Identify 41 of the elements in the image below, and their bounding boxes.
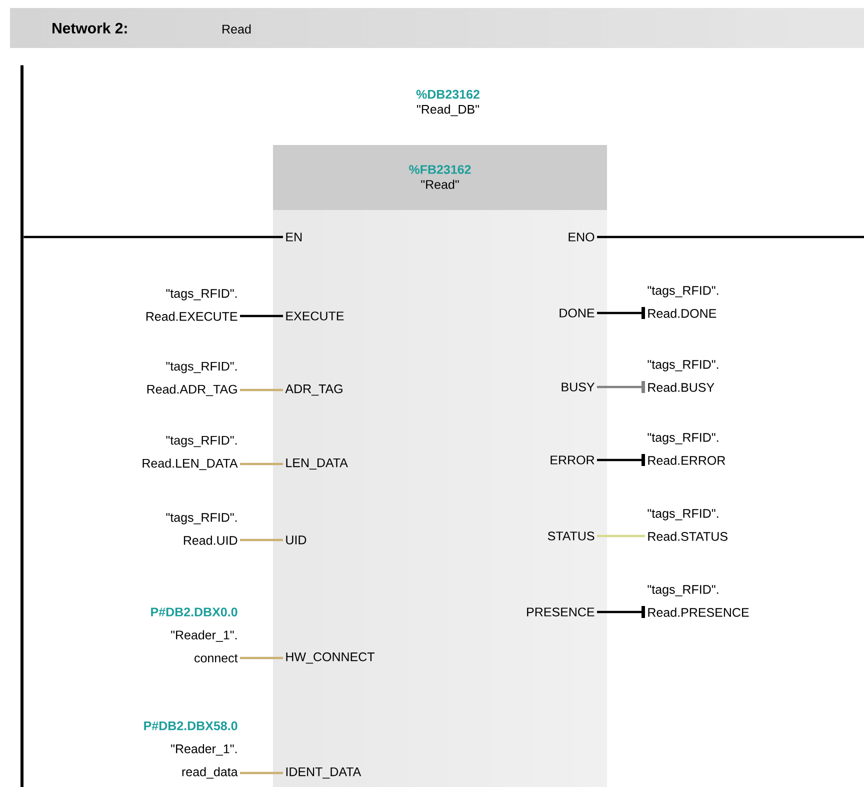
wire [240, 388, 283, 392]
tag-operand: P#DB2.DBX58.0 "Reader_1". read_data [144, 721, 238, 779]
pin-label: BUSY [562, 382, 595, 392]
pin-label: ENO [568, 232, 594, 242]
pin-label: ERROR [550, 456, 594, 464]
network-title: Network 2: [52, 22, 127, 34]
pin-label: LEN_DATA [286, 458, 348, 470]
wire [240, 314, 283, 318]
wire [240, 538, 283, 542]
pin-label: EN [286, 232, 302, 242]
pin-label: DONE [560, 308, 594, 318]
pin-label: UID [286, 536, 306, 544]
wire [597, 381, 645, 393]
tag-operand: "tags_RFID". Read.STATUS [648, 509, 728, 541]
wire [597, 236, 864, 238]
tag-operand: "tags_RFID". Read.LEN_DATA [142, 436, 238, 470]
wire [597, 307, 645, 319]
tag-operand: "tags_RFID". Read.EXECUTE [146, 289, 238, 321]
tag-operand: "tags_RFID". Read.PRESENCE [648, 585, 749, 617]
tag-operand: "tags_RFID". Read.ERROR [648, 433, 726, 465]
wire [24, 236, 283, 238]
tag-operand: P#DB2.DBX0.0 "Reader_1". connect [151, 608, 238, 662]
tag-operand: "tags_RFID". Read.DONE [648, 286, 718, 318]
tag-operand: "tags_RFID". Read.ADR_TAG [147, 362, 237, 396]
wire [597, 606, 645, 618]
wire [597, 534, 645, 538]
wire [597, 454, 645, 466]
wire [240, 772, 283, 774]
wire [240, 656, 283, 660]
pin-label: ADR_TAG [285, 384, 342, 396]
tag-operand: "tags_RFID". Read.UID [166, 513, 238, 545]
tag-operand: "tags_RFID". Read.BUSY [648, 360, 718, 392]
pin-label: HW_CONNECT [286, 652, 374, 664]
network-comment: Read [222, 24, 251, 34]
pin-label: STATUS [548, 532, 594, 540]
instance-label: %DB23162 "Read_DB" [416, 90, 480, 116]
pin-label: PRESENCE [527, 608, 594, 616]
pin-label: EXECUTE [286, 312, 344, 320]
wire [240, 462, 283, 466]
power-rail [20, 65, 24, 787]
pin-label: IDENT_DATA [286, 767, 362, 779]
